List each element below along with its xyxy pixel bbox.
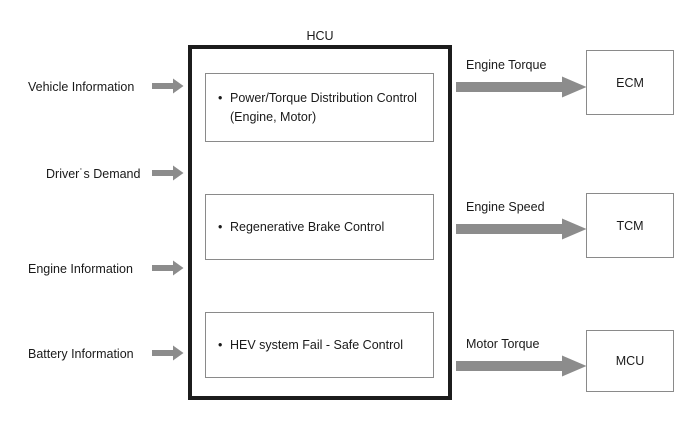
arrow-right-icon-output-motor-torque (456, 355, 587, 377)
output-caption-engine-torque: Engine Torque (466, 58, 547, 72)
bullet-icon: • (218, 91, 223, 106)
function-text-line2: (Engine, Motor) (230, 109, 317, 124)
input-label-vehicle-information: Vehicle Information (28, 80, 135, 94)
arrow-right-icon-output-engine-speed (456, 218, 587, 240)
arrow-right-icon-input-engine-information (152, 260, 184, 276)
module-box-tcm: TCM (586, 193, 674, 258)
module-box-ecm: ECM (586, 50, 674, 115)
input-label-engine-information: Engine Information (28, 262, 133, 276)
function-text-line1: HEV system Fail - Safe Control (230, 337, 403, 352)
arrow-right-icon-input-battery-information (152, 345, 184, 361)
hcu-title: HCU (306, 29, 334, 43)
arrow-right-icon-input-vehicle-information (152, 78, 184, 94)
function-box-power-torque-distribution: • Power/Torque Distribution Control (Engi… (205, 73, 434, 142)
module-label-tcm: TCM (616, 218, 644, 233)
function-box-text: • Regenerative Brake Control (206, 218, 390, 236)
function-text-line1: Regenerative Brake Control (230, 219, 385, 234)
output-caption-engine-speed: Engine Speed (466, 200, 545, 214)
function-box-text: • Power/Torque Distribution Control (Engi… (206, 89, 423, 125)
bullet-icon: • (218, 337, 223, 352)
function-box-hev-system-fail-safe-control: • HEV system Fail - Safe Control (205, 312, 434, 378)
arrow-right-icon-output-engine-torque (456, 76, 587, 98)
arrow-right-icon-input-drivers-demand (152, 165, 184, 181)
module-label-ecm: ECM (616, 75, 644, 90)
module-label-mcu: MCU (615, 354, 645, 368)
input-label-battery-information: Battery Information (28, 347, 134, 361)
function-box-regenerative-brake-control: • Regenerative Brake Control (205, 194, 434, 260)
output-caption-motor-torque: Motor Torque (466, 337, 540, 351)
module-box-mcu: MCU (586, 330, 674, 392)
bullet-icon: • (218, 219, 223, 234)
input-label-drivers-demand: Driver˙s Demand (46, 167, 141, 181)
function-text-line1: Power/Torque Distribution Control (230, 91, 417, 106)
function-box-text: • HEV system Fail - Safe Control (206, 336, 409, 354)
